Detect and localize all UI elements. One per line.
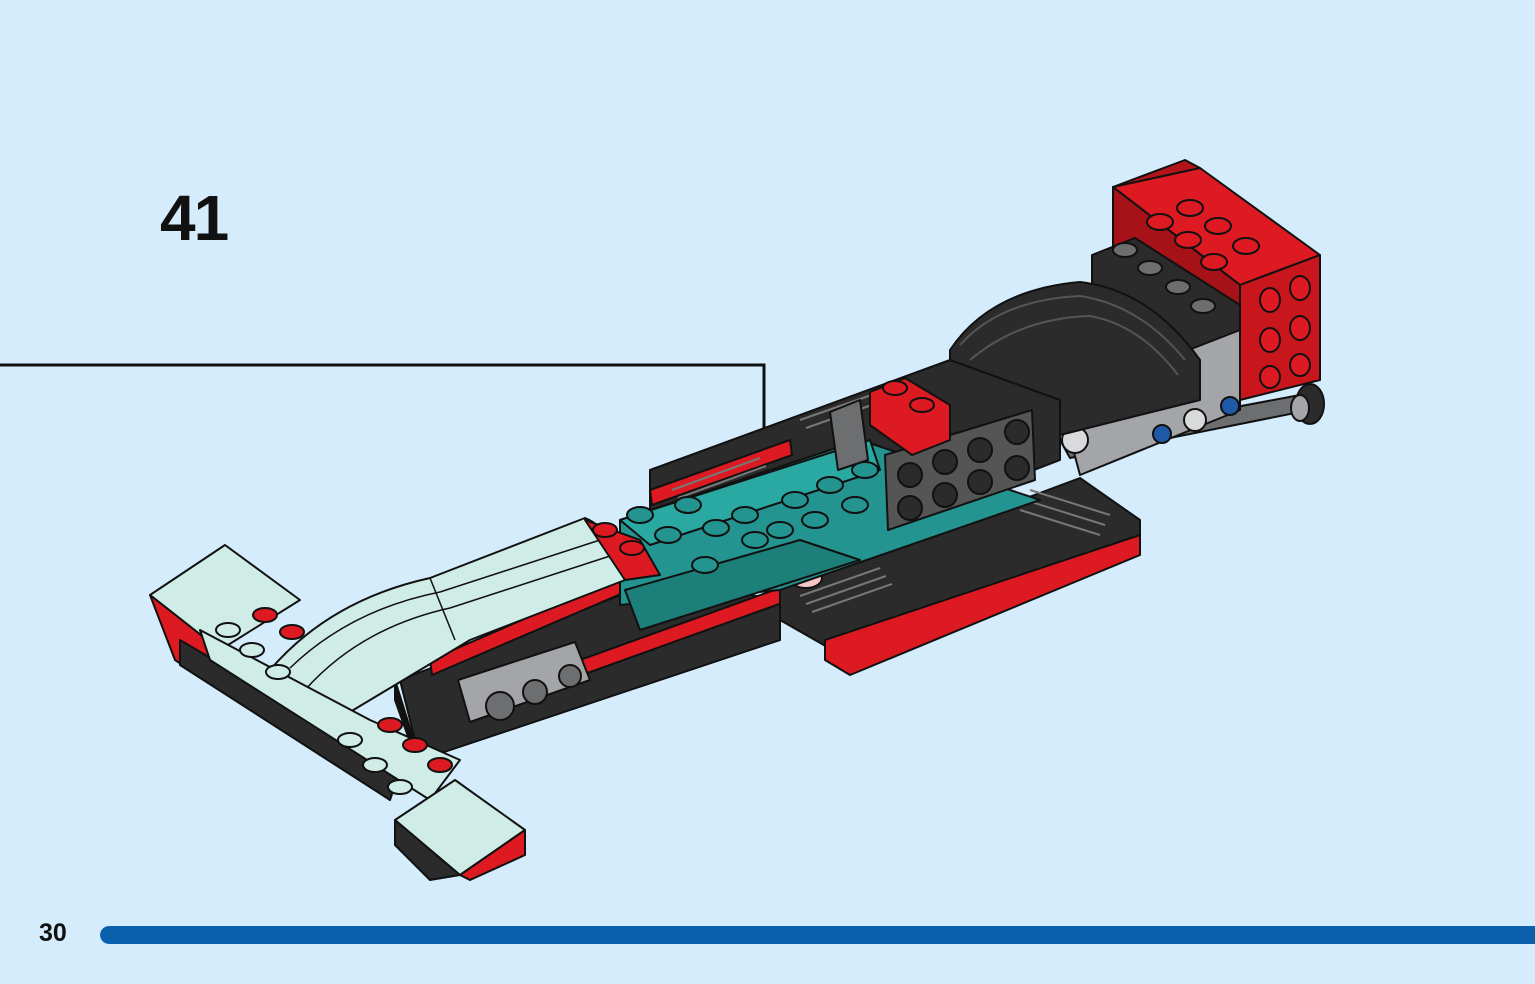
page-number: 30 (39, 919, 67, 947)
black-stud-plate (884, 409, 1036, 531)
top-red-brick (829, 377, 951, 471)
front-nose (269, 517, 661, 731)
car-model (149, 159, 1325, 881)
step-number: 41 (160, 182, 229, 254)
progress-bar-fill (100, 926, 1535, 944)
progress-bar (100, 926, 1535, 944)
front-wing (149, 544, 526, 881)
teal-plates (619, 439, 1041, 631)
rear-side-plate (779, 477, 1141, 676)
